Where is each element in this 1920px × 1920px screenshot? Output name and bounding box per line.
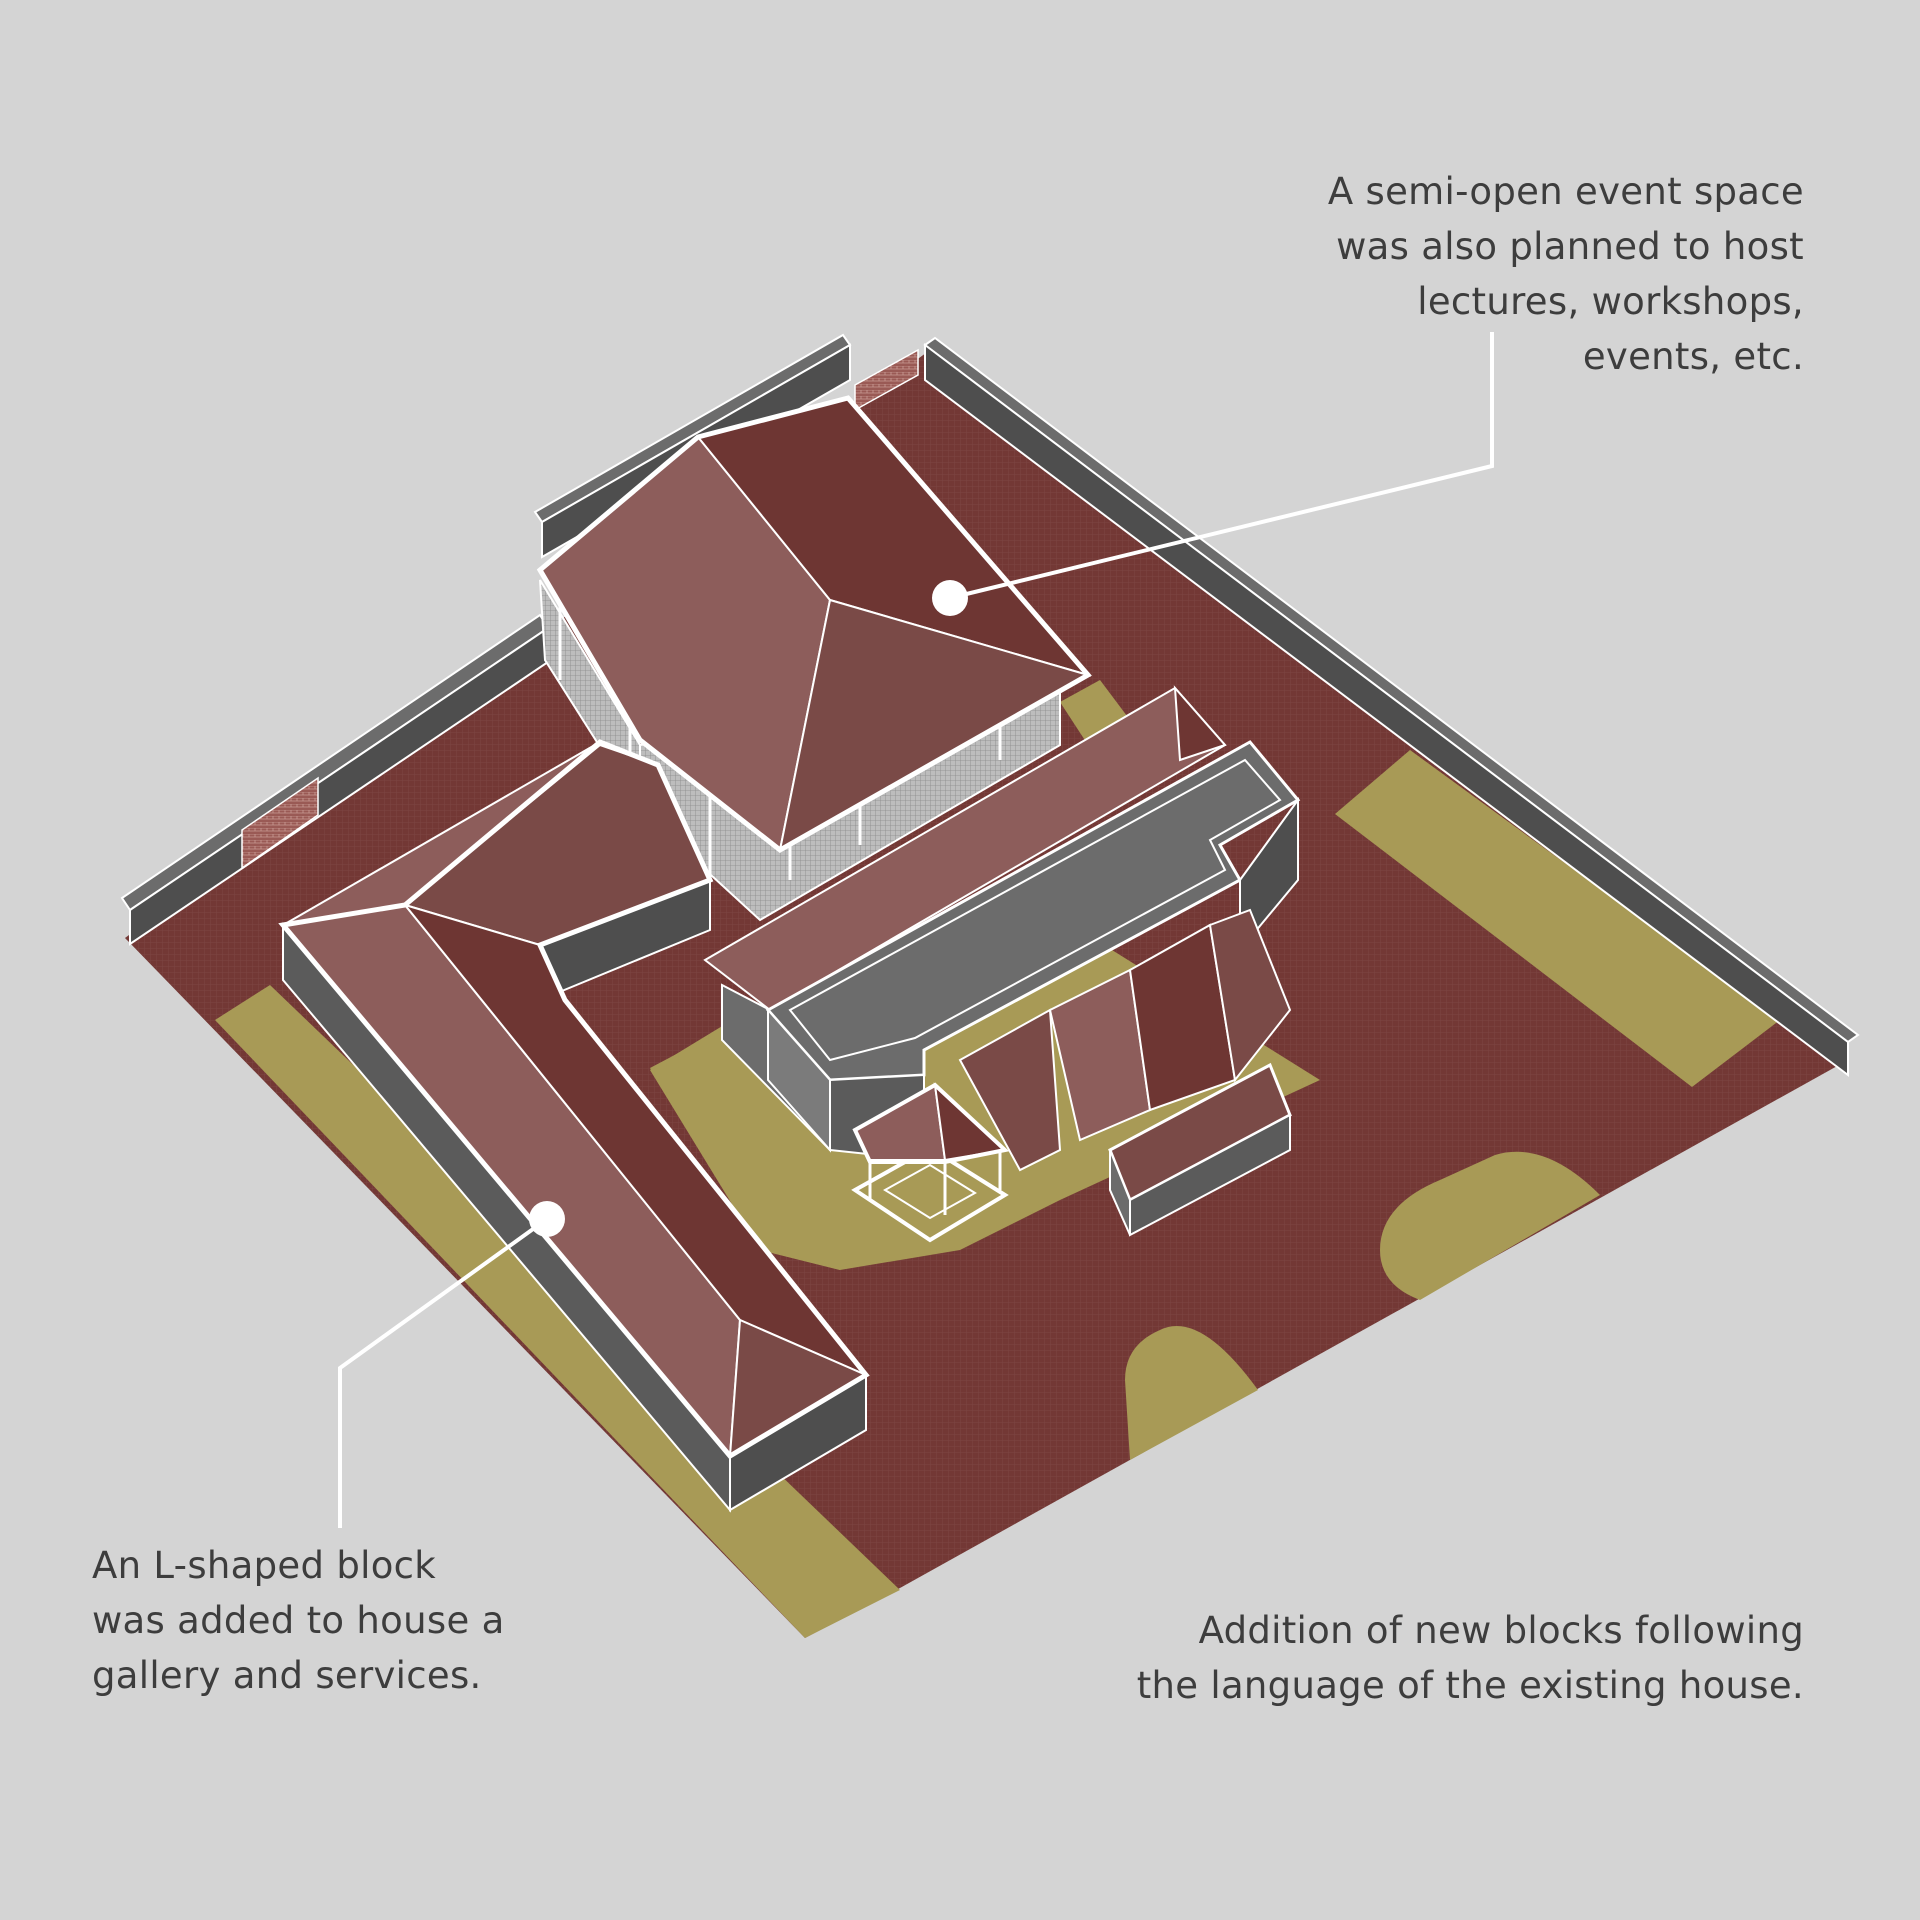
annotation-line: lectures, workshops, <box>1417 280 1804 323</box>
marker-dot-lblock <box>529 1201 565 1237</box>
annotation-event-space: A semi-open event space was also planned… <box>1328 164 1804 384</box>
pavilion-roof-outline <box>536 395 1092 854</box>
event-pavilion <box>536 395 1092 922</box>
wall-east-side <box>924 342 1849 1078</box>
annotation-line: Addition of new blocks following <box>1198 1609 1804 1652</box>
l-shaped-block <box>278 739 870 1513</box>
annotation-l-block: An L-shaped block was added to house a g… <box>92 1538 505 1703</box>
boundary-walls <box>120 333 1860 1078</box>
veranda-side <box>1109 1149 1131 1236</box>
annotation-line: A semi-open event space <box>1327 170 1804 213</box>
gazebo-roof-outline <box>852 1082 1010 1164</box>
existing-house <box>703 685 1301 1243</box>
lawn-east-strip <box>1335 750 1780 1087</box>
callout-event-space <box>932 332 1494 616</box>
annotation-line: was added to house a <box>92 1599 505 1642</box>
lawn-pocket-right <box>1380 1151 1600 1300</box>
leader-line-event <box>949 332 1494 600</box>
annotation-line: events, etc. <box>1582 335 1804 378</box>
lawn-center-west <box>650 1010 850 1270</box>
front-roof-1 <box>958 1008 1062 1172</box>
brick-panel-west <box>241 776 319 870</box>
annotation-line: the language of the existing house. <box>1136 1664 1804 1707</box>
annotation-addition: Addition of new blocks following the lan… <box>1137 1603 1804 1713</box>
annotation-line: gallery and services. <box>92 1654 482 1697</box>
gazebo-base-inner <box>883 1163 977 1220</box>
l-block-outline <box>278 739 870 1460</box>
brick-panel-north <box>854 348 919 412</box>
marker-dot-event <box>932 580 968 616</box>
lawn-pocket-left <box>1125 1326 1258 1460</box>
house-back-roof-gable <box>1173 685 1227 762</box>
callout-l-block <box>338 1201 565 1528</box>
front-roof-4 <box>1208 908 1292 1083</box>
house-flat-roof-inner <box>788 758 1282 1062</box>
annotation-line: was also planned to host <box>1336 225 1804 268</box>
annotation-line: An L-shaped block <box>92 1544 437 1587</box>
leader-line-lblock <box>338 1217 549 1528</box>
gazebo-posts <box>868 1152 1002 1215</box>
